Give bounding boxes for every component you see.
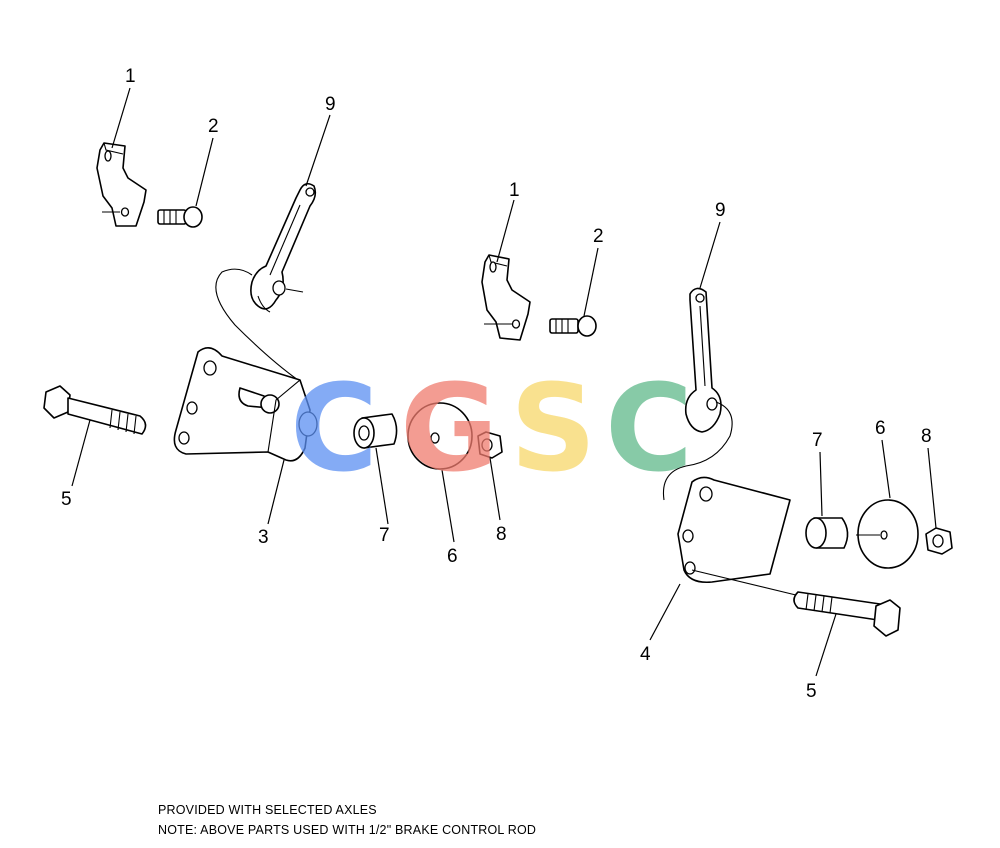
watermark-letter-g: G [400, 360, 499, 499]
left-long-bolt-part5 [43, 385, 147, 435]
right-small-bolt-part2 [549, 315, 597, 337]
callout-right-4: 4 [640, 644, 651, 665]
note-brake-control-rod: NOTE: ABOVE PARTS USED WITH 1/2" BRAKE C… [158, 823, 537, 837]
right-wire-loop [662, 401, 733, 501]
callout-left-9: 9 [325, 94, 336, 115]
callout-left-7: 7 [379, 525, 390, 546]
callout-right-7: 7 [812, 430, 823, 451]
callout-right-8: 8 [921, 426, 932, 447]
right-nut-part8 [925, 527, 953, 555]
left-small-bolt-part2 [157, 206, 203, 228]
watermark-letter-c2: C [605, 360, 693, 499]
note-provided-with-axles: PROVIDED WITH SELECTED AXLES [158, 803, 377, 817]
right-bushing-part7 [805, 517, 849, 549]
leader-lines [71, 87, 937, 677]
callout-labels: 1 2 9 5 3 7 6 8 1 2 9 7 6 8 4 5 [61, 66, 932, 702]
callout-right-1: 1 [509, 180, 520, 201]
callout-left-5: 5 [61, 489, 72, 510]
callout-left-3: 3 [258, 527, 269, 548]
left-washer-part6 [407, 402, 473, 470]
right-clip-bracket-part1 [481, 254, 531, 341]
callout-right-2: 2 [593, 226, 604, 247]
right-washer-part6 [856, 499, 919, 569]
right-lever-part9 [684, 287, 722, 433]
right-main-bracket-part4 [677, 476, 801, 597]
right-long-bolt-part5 [793, 591, 901, 637]
watermark-letter-c1: C [290, 360, 378, 499]
watermark-letter-s: S [510, 360, 596, 499]
left-clip-bracket-part1 [96, 142, 147, 227]
callout-left-8: 8 [496, 524, 507, 545]
callout-right-6: 6 [875, 418, 886, 439]
callout-right-5: 5 [806, 681, 817, 702]
left-bushing-part7 [353, 413, 398, 449]
left-wire-loop [215, 268, 299, 381]
callout-right-9: 9 [715, 200, 726, 221]
left-main-bracket-part3 [173, 347, 318, 462]
left-nut-part8 [477, 431, 503, 459]
left-lever-part9 [250, 182, 317, 313]
notes-block: PROVIDED WITH SELECTED AXLES NOTE: ABOVE… [158, 800, 536, 840]
callout-left-1: 1 [125, 66, 136, 87]
callout-left-2: 2 [208, 116, 219, 137]
callout-left-6: 6 [447, 546, 458, 567]
watermark: C G S C [290, 360, 693, 499]
